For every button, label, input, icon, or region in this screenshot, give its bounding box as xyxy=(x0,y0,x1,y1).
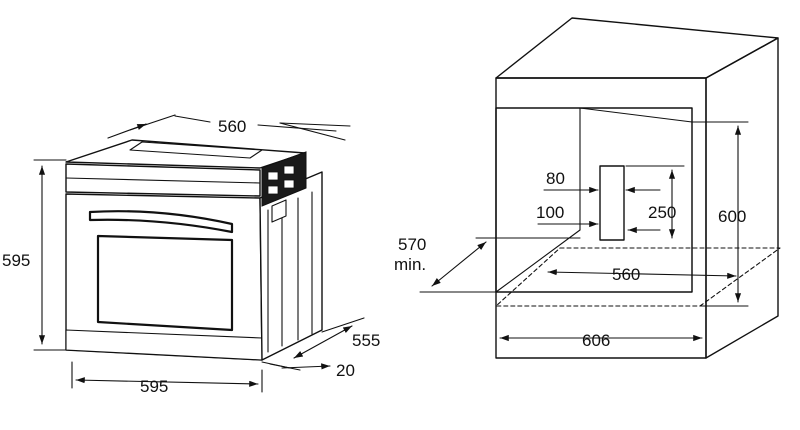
oven-side-depth-label: 555 xyxy=(352,331,380,350)
oven-width-label: 595 xyxy=(140,377,168,396)
vent-offset-label: 100 xyxy=(536,203,564,222)
cabinet-niche xyxy=(495,107,693,293)
oven-depth-top-label: 560 xyxy=(218,117,246,136)
outer-width-label: 606 xyxy=(582,331,610,350)
oven-window xyxy=(96,234,234,332)
vent-width-label: 80 xyxy=(546,169,565,188)
oven-door-handle xyxy=(88,210,234,234)
oven-rear-vent xyxy=(261,151,307,207)
oven-dimensions: 560 595 595 555 20 xyxy=(2,114,380,396)
cabinet-depth-min-label: min. xyxy=(394,255,426,274)
cabinet-right-side xyxy=(705,37,779,359)
cabinet-depth-label: 570 xyxy=(398,235,426,254)
niche-width-label: 560 xyxy=(612,265,640,284)
cabinet-top xyxy=(495,17,779,79)
oven-top-raised xyxy=(129,141,263,159)
cabinet-drawing xyxy=(495,17,781,359)
oven-height-label: 595 xyxy=(2,251,30,270)
oven-drawing xyxy=(65,139,323,361)
vent-height-label: 250 xyxy=(648,203,676,222)
cabinet-dimensions: 80 100 250 600 570 min. 560 606 xyxy=(394,121,749,350)
cabinet-vent-slot xyxy=(599,165,625,241)
niche-height-label: 600 xyxy=(718,207,746,226)
oven-mounting-bracket xyxy=(271,199,287,223)
oven-front-depth-label: 20 xyxy=(336,361,355,380)
